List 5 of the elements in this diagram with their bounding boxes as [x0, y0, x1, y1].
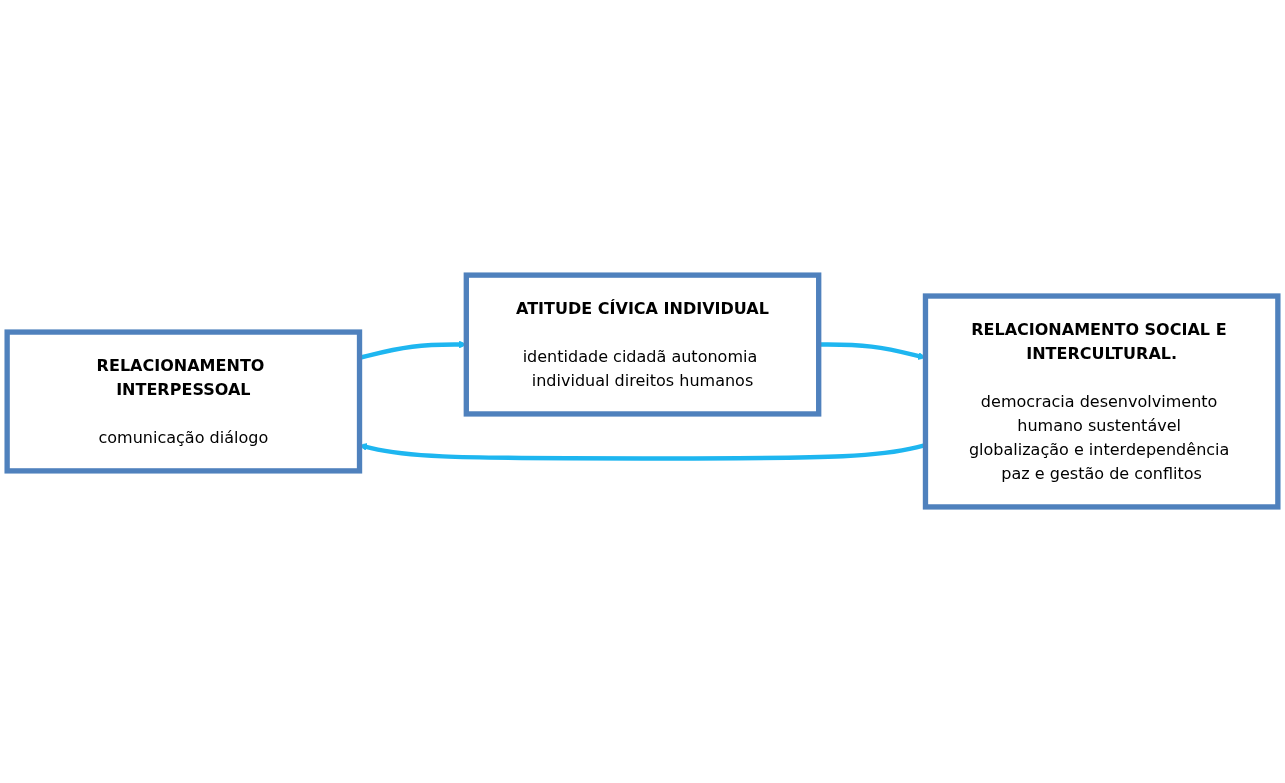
arrow — [818, 342, 926, 361]
node-box: RELACIONAMENTO INTERPESSOAL comunicação diálogo — [4, 329, 363, 475]
node-box: RELACIONAMENTO SOCIAL E INTERCULTURAL. democracia desenvolvimento humano sustentável globalização e interdependência paz e gestão de conflitos — [922, 293, 1281, 511]
node-box: ATITUDE CÍVICA INDIVIDUAL identidade cidadã autonomia individual direitos humanos — [463, 272, 822, 418]
arrow — [359, 341, 467, 361]
